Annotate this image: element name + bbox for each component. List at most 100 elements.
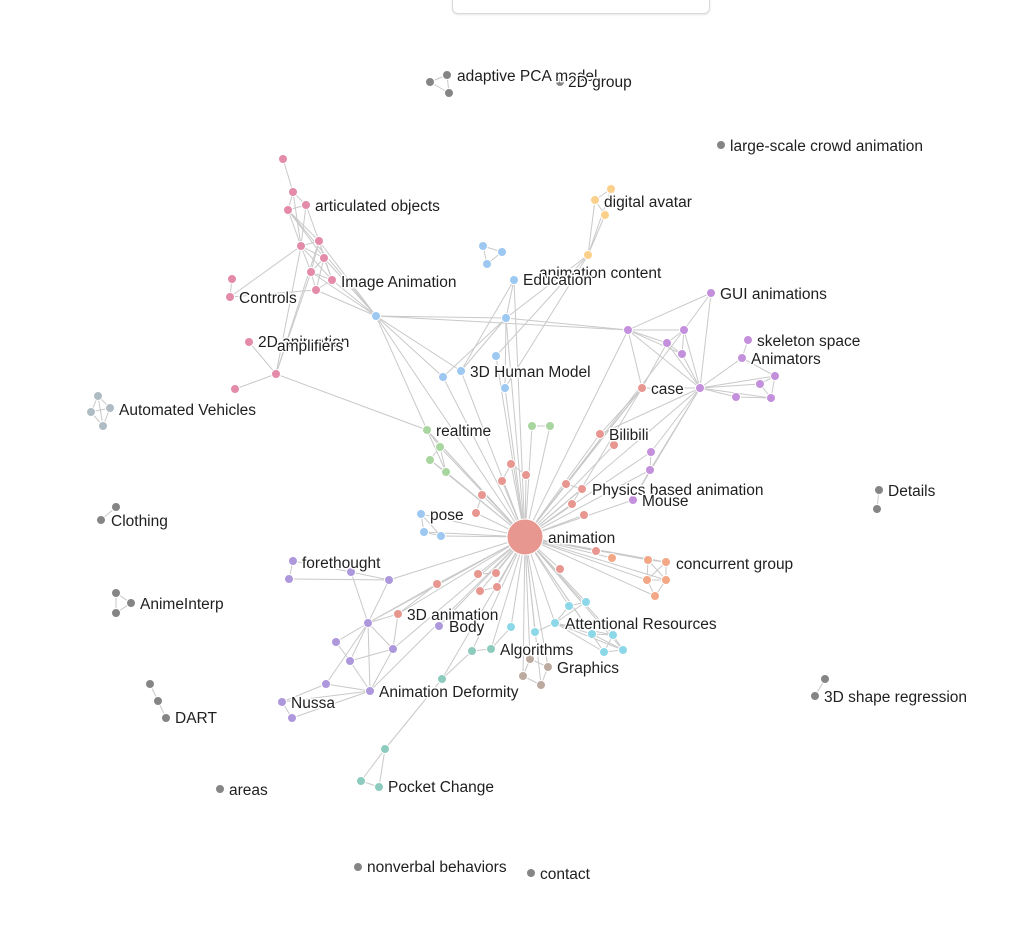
graph-node[interactable] xyxy=(153,696,163,706)
graph-node[interactable] xyxy=(438,372,448,382)
graph-node[interactable] xyxy=(393,609,403,619)
graph-node[interactable] xyxy=(227,274,237,284)
graph-node[interactable] xyxy=(473,569,483,579)
graph-node[interactable] xyxy=(521,470,531,480)
graph-node[interactable] xyxy=(225,292,235,302)
graph-node[interactable] xyxy=(111,502,121,512)
graph-node[interactable] xyxy=(731,392,741,402)
graph-node[interactable] xyxy=(506,459,516,469)
graph-node[interactable] xyxy=(587,629,597,639)
graph-node[interactable] xyxy=(98,421,108,431)
graph-node[interactable] xyxy=(491,568,501,578)
graph-node[interactable] xyxy=(456,366,466,376)
graph-node[interactable] xyxy=(314,236,324,246)
graph-node[interactable] xyxy=(311,285,321,295)
graph-node[interactable] xyxy=(345,656,355,666)
graph-node[interactable] xyxy=(271,369,281,379)
graph-node[interactable] xyxy=(277,697,287,707)
graph-node[interactable] xyxy=(618,645,628,655)
graph-node[interactable] xyxy=(530,627,540,637)
graph-node[interactable] xyxy=(422,425,432,435)
graph-node[interactable] xyxy=(478,241,488,251)
graph-node[interactable] xyxy=(284,574,294,584)
graph-node[interactable] xyxy=(126,598,136,608)
graph-node[interactable] xyxy=(327,275,337,285)
graph-node[interactable] xyxy=(509,275,519,285)
graph-node[interactable] xyxy=(425,455,435,465)
graph-node[interactable] xyxy=(491,351,501,361)
graph-node[interactable] xyxy=(492,582,502,592)
graph-node[interactable] xyxy=(306,267,316,277)
graph-node[interactable] xyxy=(567,499,577,509)
graph-node[interactable] xyxy=(288,556,298,566)
graph-node[interactable] xyxy=(363,618,373,628)
graph-node[interactable] xyxy=(606,184,616,194)
graph-node[interactable] xyxy=(677,349,687,359)
graph-node[interactable] xyxy=(444,88,454,98)
graph-node[interactable] xyxy=(650,591,660,601)
graph-node[interactable] xyxy=(380,744,390,754)
graph-node[interactable] xyxy=(661,557,671,567)
search-panel[interactable] xyxy=(452,0,710,14)
graph-node[interactable] xyxy=(643,555,653,565)
graph-node[interactable] xyxy=(743,335,753,345)
graph-node[interactable] xyxy=(623,325,633,335)
graph-node[interactable] xyxy=(436,531,446,541)
graph-node[interactable] xyxy=(365,686,375,696)
graph-node[interactable] xyxy=(432,579,442,589)
graph-node[interactable] xyxy=(477,490,487,500)
graph-node[interactable] xyxy=(288,187,298,197)
graph-nodes[interactable] xyxy=(86,70,884,878)
graph-node[interactable] xyxy=(662,338,672,348)
graph-node[interactable] xyxy=(642,575,652,585)
graph-node[interactable] xyxy=(356,776,366,786)
graph-node[interactable] xyxy=(872,504,882,514)
graph-node[interactable] xyxy=(716,140,726,150)
graph-node[interactable] xyxy=(695,383,705,393)
graph-node[interactable] xyxy=(500,383,510,393)
graph-node[interactable] xyxy=(161,713,171,723)
graph-node[interactable] xyxy=(319,253,329,263)
graph-node[interactable] xyxy=(525,654,535,664)
graph-node[interactable] xyxy=(244,337,254,347)
graph-node[interactable] xyxy=(501,313,511,323)
graph-node[interactable] xyxy=(599,647,609,657)
graph-node[interactable] xyxy=(86,407,96,417)
graph-node[interactable] xyxy=(283,205,293,215)
graph-node[interactable] xyxy=(486,644,496,654)
graph-node[interactable] xyxy=(600,210,610,220)
graph-node[interactable] xyxy=(437,674,447,684)
graph-node[interactable] xyxy=(561,479,571,489)
graph-node[interactable] xyxy=(628,495,638,505)
graph-node[interactable] xyxy=(497,247,507,257)
graph-node[interactable] xyxy=(555,77,565,87)
graph-node[interactable] xyxy=(105,403,115,413)
graph-node[interactable] xyxy=(637,383,647,393)
graph-node[interactable] xyxy=(353,862,363,872)
graph-node[interactable] xyxy=(545,421,555,431)
graph-node[interactable] xyxy=(607,553,617,563)
graph-node[interactable] xyxy=(296,241,306,251)
graph-node[interactable] xyxy=(564,601,574,611)
graph-node[interactable] xyxy=(374,782,384,792)
graph-node[interactable] xyxy=(766,393,776,403)
graph-node[interactable] xyxy=(506,622,516,632)
graph-node[interactable] xyxy=(388,644,398,654)
graph-node[interactable] xyxy=(737,353,747,363)
graph-node[interactable] xyxy=(770,371,780,381)
graph-node[interactable] xyxy=(581,597,591,607)
graph-node[interactable] xyxy=(475,586,485,596)
graph-node[interactable] xyxy=(579,510,589,520)
graph-node-hub[interactable] xyxy=(506,518,544,556)
graph-node[interactable] xyxy=(215,784,225,794)
graph-node[interactable] xyxy=(555,564,565,574)
graph-node[interactable] xyxy=(536,680,546,690)
graph-node[interactable] xyxy=(111,608,121,618)
graph-node[interactable] xyxy=(434,621,444,631)
graph-node[interactable] xyxy=(435,442,445,452)
graph-node[interactable] xyxy=(820,674,830,684)
graph-node[interactable] xyxy=(96,515,106,525)
graph-node[interactable] xyxy=(591,546,601,556)
graph-node[interactable] xyxy=(416,509,426,519)
